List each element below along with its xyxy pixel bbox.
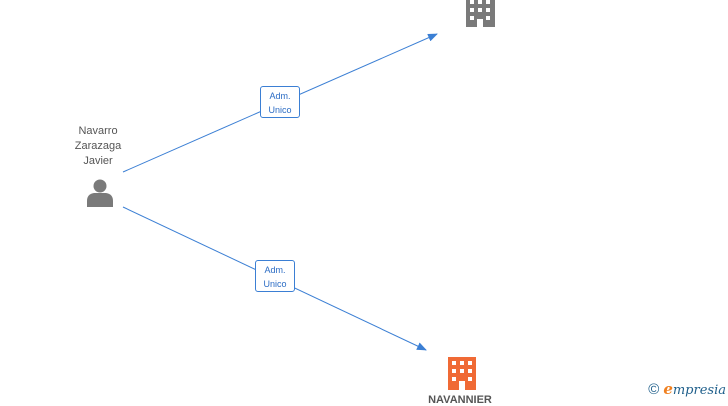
person-name[interactable]: Navarro Zarazaga Javier [74,125,122,167]
edge-role-label: Adm. Unico [255,260,295,292]
building-icon[interactable] [448,357,476,390]
company-name[interactable]: NAVANNIER [428,394,492,406]
building-icon[interactable] [466,0,495,27]
brand-watermark: ©empresia [648,380,726,398]
copyright-icon: © [648,381,660,398]
person-icon[interactable] [87,179,113,208]
brand-logo-text: mpresia [672,383,726,398]
edge-role-label: Adm. Unico [260,86,300,118]
brand-logo-initial: e [663,380,673,398]
